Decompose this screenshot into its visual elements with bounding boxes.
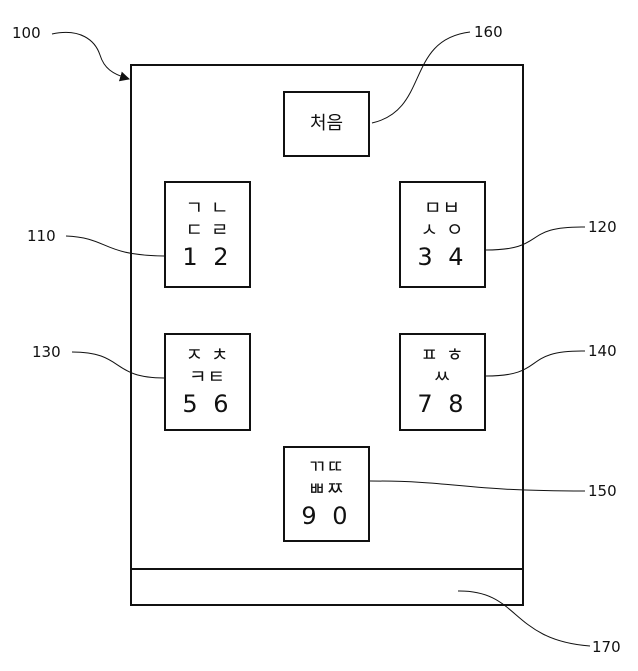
key-110-giyeok-nieun[interactable]: ㄱ ㄴ ㄷ ㄹ 1 2 (164, 181, 251, 288)
leader-line-150 (369, 480, 586, 492)
key-120-row2: ㅅ ㅇ (420, 218, 465, 241)
key-150-row2: ㅃㅉ (308, 478, 345, 501)
key-150-row1: ㄲㄸ (308, 456, 345, 479)
leader-line-170 (457, 590, 591, 647)
key-130-row1: ㅈ ㅊ (185, 344, 230, 367)
ref-label-170: 170 (592, 638, 621, 656)
ref-label-110: 110 (27, 227, 56, 245)
leader-line-130 (71, 351, 165, 379)
leader-line-100 (51, 32, 130, 82)
leader-line-110 (65, 235, 165, 257)
leader-line-160 (371, 31, 471, 124)
ref-label-100: 100 (12, 24, 41, 42)
start-key-label: 처음 (309, 112, 344, 134)
ref-label-160: 160 (474, 23, 503, 41)
key-150-digits: 9 0 (301, 502, 352, 531)
key-110-row1: ㄱ ㄴ (185, 196, 230, 219)
key-120-mieum-bieup[interactable]: ㅁㅂ ㅅ ㅇ 3 4 (399, 181, 486, 288)
key-140-row1: ㅍ ㅎ (420, 344, 465, 367)
key-150-double-consonants[interactable]: ㄲㄸ ㅃㅉ 9 0 (283, 446, 370, 542)
key-140-digits: 7 8 (417, 390, 468, 419)
key-120-digits: 3 4 (417, 242, 468, 271)
start-key[interactable]: 처음 (283, 91, 370, 157)
key-110-row2: ㄷ ㄹ (185, 218, 230, 241)
key-110-digits: 1 2 (182, 242, 233, 271)
leader-line-120 (485, 226, 586, 251)
ref-label-130: 130 (32, 343, 61, 361)
leader-line-140 (485, 350, 586, 377)
key-140-row2: ㅆ (433, 366, 452, 389)
key-130-digits: 5 6 (182, 390, 233, 419)
key-120-row1: ㅁㅂ (424, 196, 461, 219)
key-140-pieup-hieut[interactable]: ㅍ ㅎ ㅆ 7 8 (399, 333, 486, 431)
ref-label-120: 120 (588, 218, 617, 236)
key-130-row2: ㅋㅌ (189, 366, 226, 389)
ref-label-150: 150 (588, 482, 617, 500)
key-130-jieut-chieut[interactable]: ㅈ ㅊ ㅋㅌ 5 6 (164, 333, 251, 431)
ref-label-140: 140 (588, 342, 617, 360)
